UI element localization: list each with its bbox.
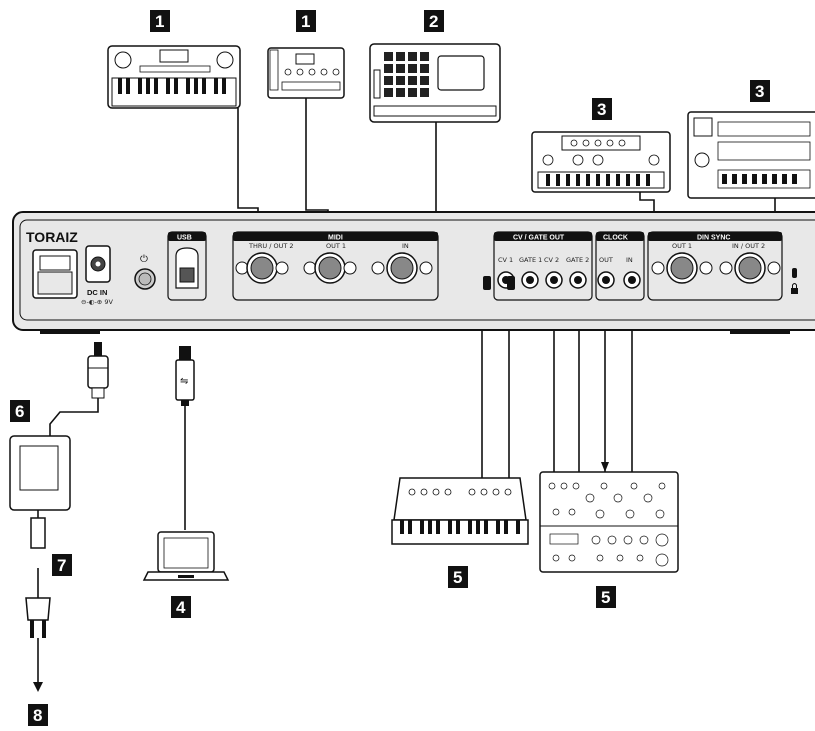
callout-power-cord: 7	[52, 554, 72, 576]
callout-mono-synth-number: 5	[453, 568, 462, 587]
cv2-label: CV 2	[544, 256, 559, 264]
callout-power-cord-number: 7	[57, 556, 66, 575]
modular-synth	[539, 471, 679, 573]
outlet-arrow-head	[33, 682, 43, 692]
callout-adapter: 6	[10, 400, 30, 422]
midi-port-label-in: IN	[402, 242, 409, 250]
callout-drum-a-number: 3	[597, 100, 606, 119]
midi-thru-out2-jack[interactable]	[235, 252, 289, 284]
sound-module	[267, 47, 345, 99]
cv-gate-section-label: CV / GATE OUT	[513, 235, 565, 242]
callout-drum-b: 3	[750, 80, 770, 102]
strap-hook	[32, 249, 78, 299]
laptop	[142, 531, 230, 581]
power-button[interactable]	[134, 268, 156, 290]
din-out1-label: OUT 1	[672, 242, 692, 250]
svg-text:⇋: ⇋	[180, 376, 188, 387]
callout-modular-number: 5	[601, 588, 610, 607]
midi-section-label: MIDI	[328, 235, 343, 242]
clock-section	[595, 231, 645, 301]
sampler	[369, 43, 501, 123]
clock-in-label: IN	[626, 256, 633, 264]
clock-section-label: CLOCK	[603, 235, 628, 242]
callout-modular: 5	[596, 586, 616, 608]
midi-section	[232, 231, 439, 301]
callout-adapter-number: 6	[15, 402, 24, 421]
mono-synth	[391, 477, 529, 545]
clock-jacks[interactable]	[597, 271, 641, 289]
gate2-label: GATE 2	[566, 256, 589, 264]
dc-in-label: DC IN	[87, 288, 107, 297]
din-out1-jack[interactable]	[651, 252, 713, 284]
usb-port[interactable]	[175, 247, 199, 289]
ac-adapter	[9, 435, 71, 511]
cv-gate-section	[493, 231, 593, 301]
clock-out-label: OUT	[599, 256, 613, 264]
power-icon: ⏻	[140, 254, 148, 265]
power-cord	[25, 517, 51, 638]
cable-dc	[49, 398, 99, 436]
callout-drum-a: 3	[592, 98, 612, 120]
dc-in-jack[interactable]	[85, 245, 111, 283]
callout-sampler-number: 2	[429, 12, 438, 31]
callout-outlet: 8	[28, 704, 48, 726]
callout-module: 1	[296, 10, 316, 32]
callout-drum-b-number: 3	[755, 82, 764, 101]
din-in-out2-jack[interactable]	[719, 252, 781, 284]
cv-plugs	[483, 276, 515, 290]
callout-mono-synth: 5	[448, 566, 468, 588]
callout-keyboard-number: 1	[155, 12, 164, 31]
drum-machine-b	[687, 111, 815, 199]
midi-port-label-thru-out2: THRU / OUT 2	[248, 242, 294, 250]
callout-computer: 4	[171, 596, 191, 618]
usb-section	[167, 231, 207, 301]
callout-sampler: 2	[424, 10, 444, 32]
din-sync-section-label: DIN SYNC	[697, 235, 730, 242]
midi-out1-jack[interactable]	[303, 252, 357, 284]
dc-plug	[87, 342, 109, 399]
callout-module-number: 1	[301, 12, 310, 31]
midi-port-label-out1: OUT 1	[326, 242, 346, 250]
usb-plug: ⇋	[175, 346, 195, 406]
keyboard-synth	[107, 45, 241, 109]
callout-keyboard: 1	[150, 10, 170, 32]
din-sync-section	[647, 231, 783, 301]
din-in-out2-label: IN / OUT 2	[732, 242, 765, 250]
callout-computer-number: 4	[176, 598, 186, 617]
usb-section-label: USB	[177, 235, 192, 242]
gate1-label: GATE 1	[519, 256, 542, 264]
brand-logo: TORAIZ	[26, 229, 78, 245]
lock-icon	[791, 268, 798, 294]
drum-machine-a	[531, 131, 671, 193]
callout-outlet-number: 8	[33, 706, 42, 725]
cv1-label: CV 1	[498, 256, 513, 264]
midi-in-jack[interactable]	[371, 252, 433, 284]
dc-spec-label: ⊖-◐-⊕ 9V	[81, 298, 113, 306]
